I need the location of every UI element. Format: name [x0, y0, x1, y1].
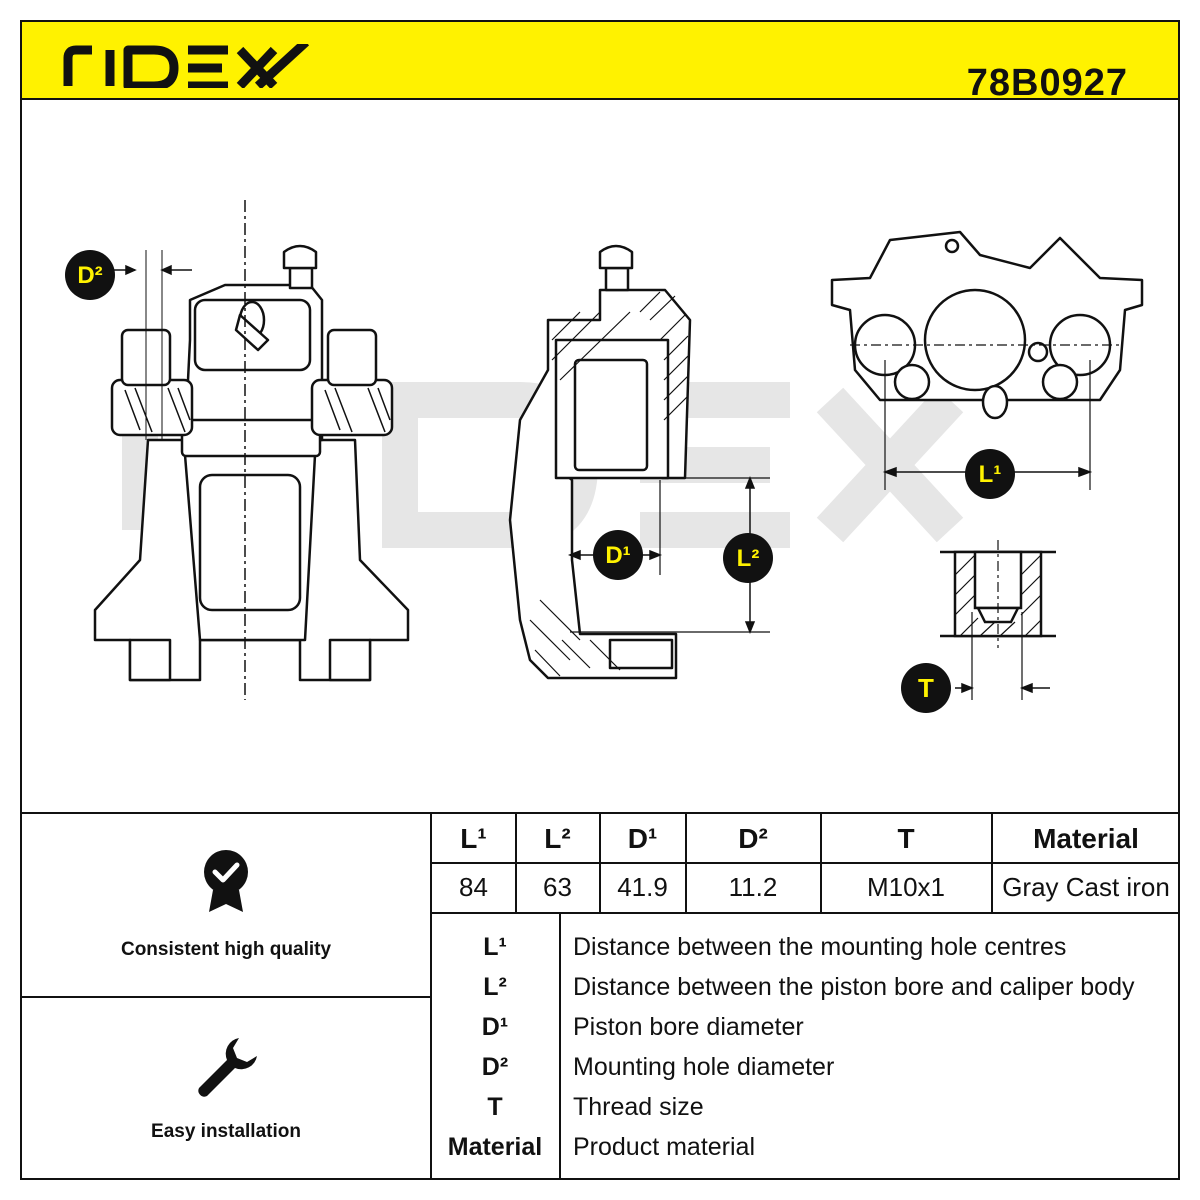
spec-values-line [430, 912, 1180, 914]
spec-header-material: Material [1033, 822, 1139, 854]
caliper-section-view [508, 244, 692, 680]
l2-badge-label: L² [737, 545, 760, 572]
feature-quality-label: Consistent high quality [120, 939, 332, 960]
spec-value-d2: 11.2 [728, 871, 778, 902]
spec-header-d1: D¹ [627, 822, 658, 854]
spec-header-l1: L¹ [460, 822, 487, 854]
legend-divider [559, 914, 561, 1180]
legend-desc-material: Product material [573, 1133, 756, 1161]
l1-badge: L¹ [965, 449, 1015, 499]
legend-desc-t: Thread size [573, 1093, 704, 1121]
d1-badge: D¹ [593, 530, 643, 580]
feature-installation: Easy installation [22, 1034, 430, 1143]
legend-desc-d2: Mounting hole diameter [573, 1053, 835, 1081]
spec-col-divider [991, 812, 993, 912]
spec-col-divider [515, 812, 517, 912]
thread-detail-view [940, 550, 1056, 638]
header-bar: 78B0927 [20, 20, 1180, 104]
spec-header-d2: D² [738, 822, 768, 854]
feature-separator [20, 996, 432, 998]
legend-desc-d1: Piston bore diameter [573, 1013, 804, 1041]
t-badge-label: T [918, 673, 934, 703]
spec-value-l1: 84 [459, 871, 488, 902]
l2-badge: L² [723, 533, 773, 583]
d2-dimension [112, 264, 192, 276]
front-view-hatching [124, 200, 391, 700]
spec-header-l2: L² [544, 822, 571, 854]
thread-hatching [954, 540, 1042, 700]
l1-badge-label: L¹ [979, 461, 1002, 488]
spec-value-d1: 41.9 [617, 871, 668, 902]
spec-col-divider [820, 812, 822, 912]
spec-col-divider [599, 812, 601, 912]
t-badge: T [901, 663, 951, 713]
d2-badge-label: D² [77, 262, 102, 289]
legend-desc-l2: Distance between the piston bore and cal… [573, 973, 1135, 1001]
spec-header-line [430, 862, 1180, 864]
top-view-centerlines [850, 344, 1120, 490]
caliper-front-view [93, 244, 410, 682]
part-number: 78B0927 [966, 62, 1128, 104]
spec-header-t: T [897, 822, 915, 854]
legend-key-t: T [487, 1093, 503, 1121]
ridex-logo [63, 44, 310, 88]
wrench-icon [198, 1038, 257, 1097]
caliper-top-view [830, 230, 1144, 420]
feature-installation-label: Easy installation [151, 1121, 301, 1142]
spec-value-t: M10x1 [866, 871, 946, 902]
t-dimension [955, 682, 1050, 694]
spec-value-material: Gray Cast iron [1002, 871, 1170, 902]
legend-key-d2: D² [481, 1053, 509, 1081]
feature-quality: Consistent high quality [22, 848, 430, 961]
legend-desc-l1: Distance between the mounting hole centr… [573, 933, 1067, 961]
legend-key-material: Material [447, 1133, 543, 1161]
legend-key-l1: L¹ [483, 933, 507, 961]
d1-badge-label: D¹ [605, 542, 630, 569]
legend-key-d1: D¹ [481, 1013, 509, 1041]
section-hatching [529, 291, 770, 677]
spec-col-divider [685, 812, 687, 912]
d2-badge: D² [65, 250, 115, 300]
spec-value-l2: 63 [543, 871, 572, 902]
quality-badge-icon [204, 850, 248, 912]
caliper-diagram: D² D¹ L² L¹ T [65, 200, 1144, 713]
legend-key-l2: L² [483, 973, 507, 1001]
